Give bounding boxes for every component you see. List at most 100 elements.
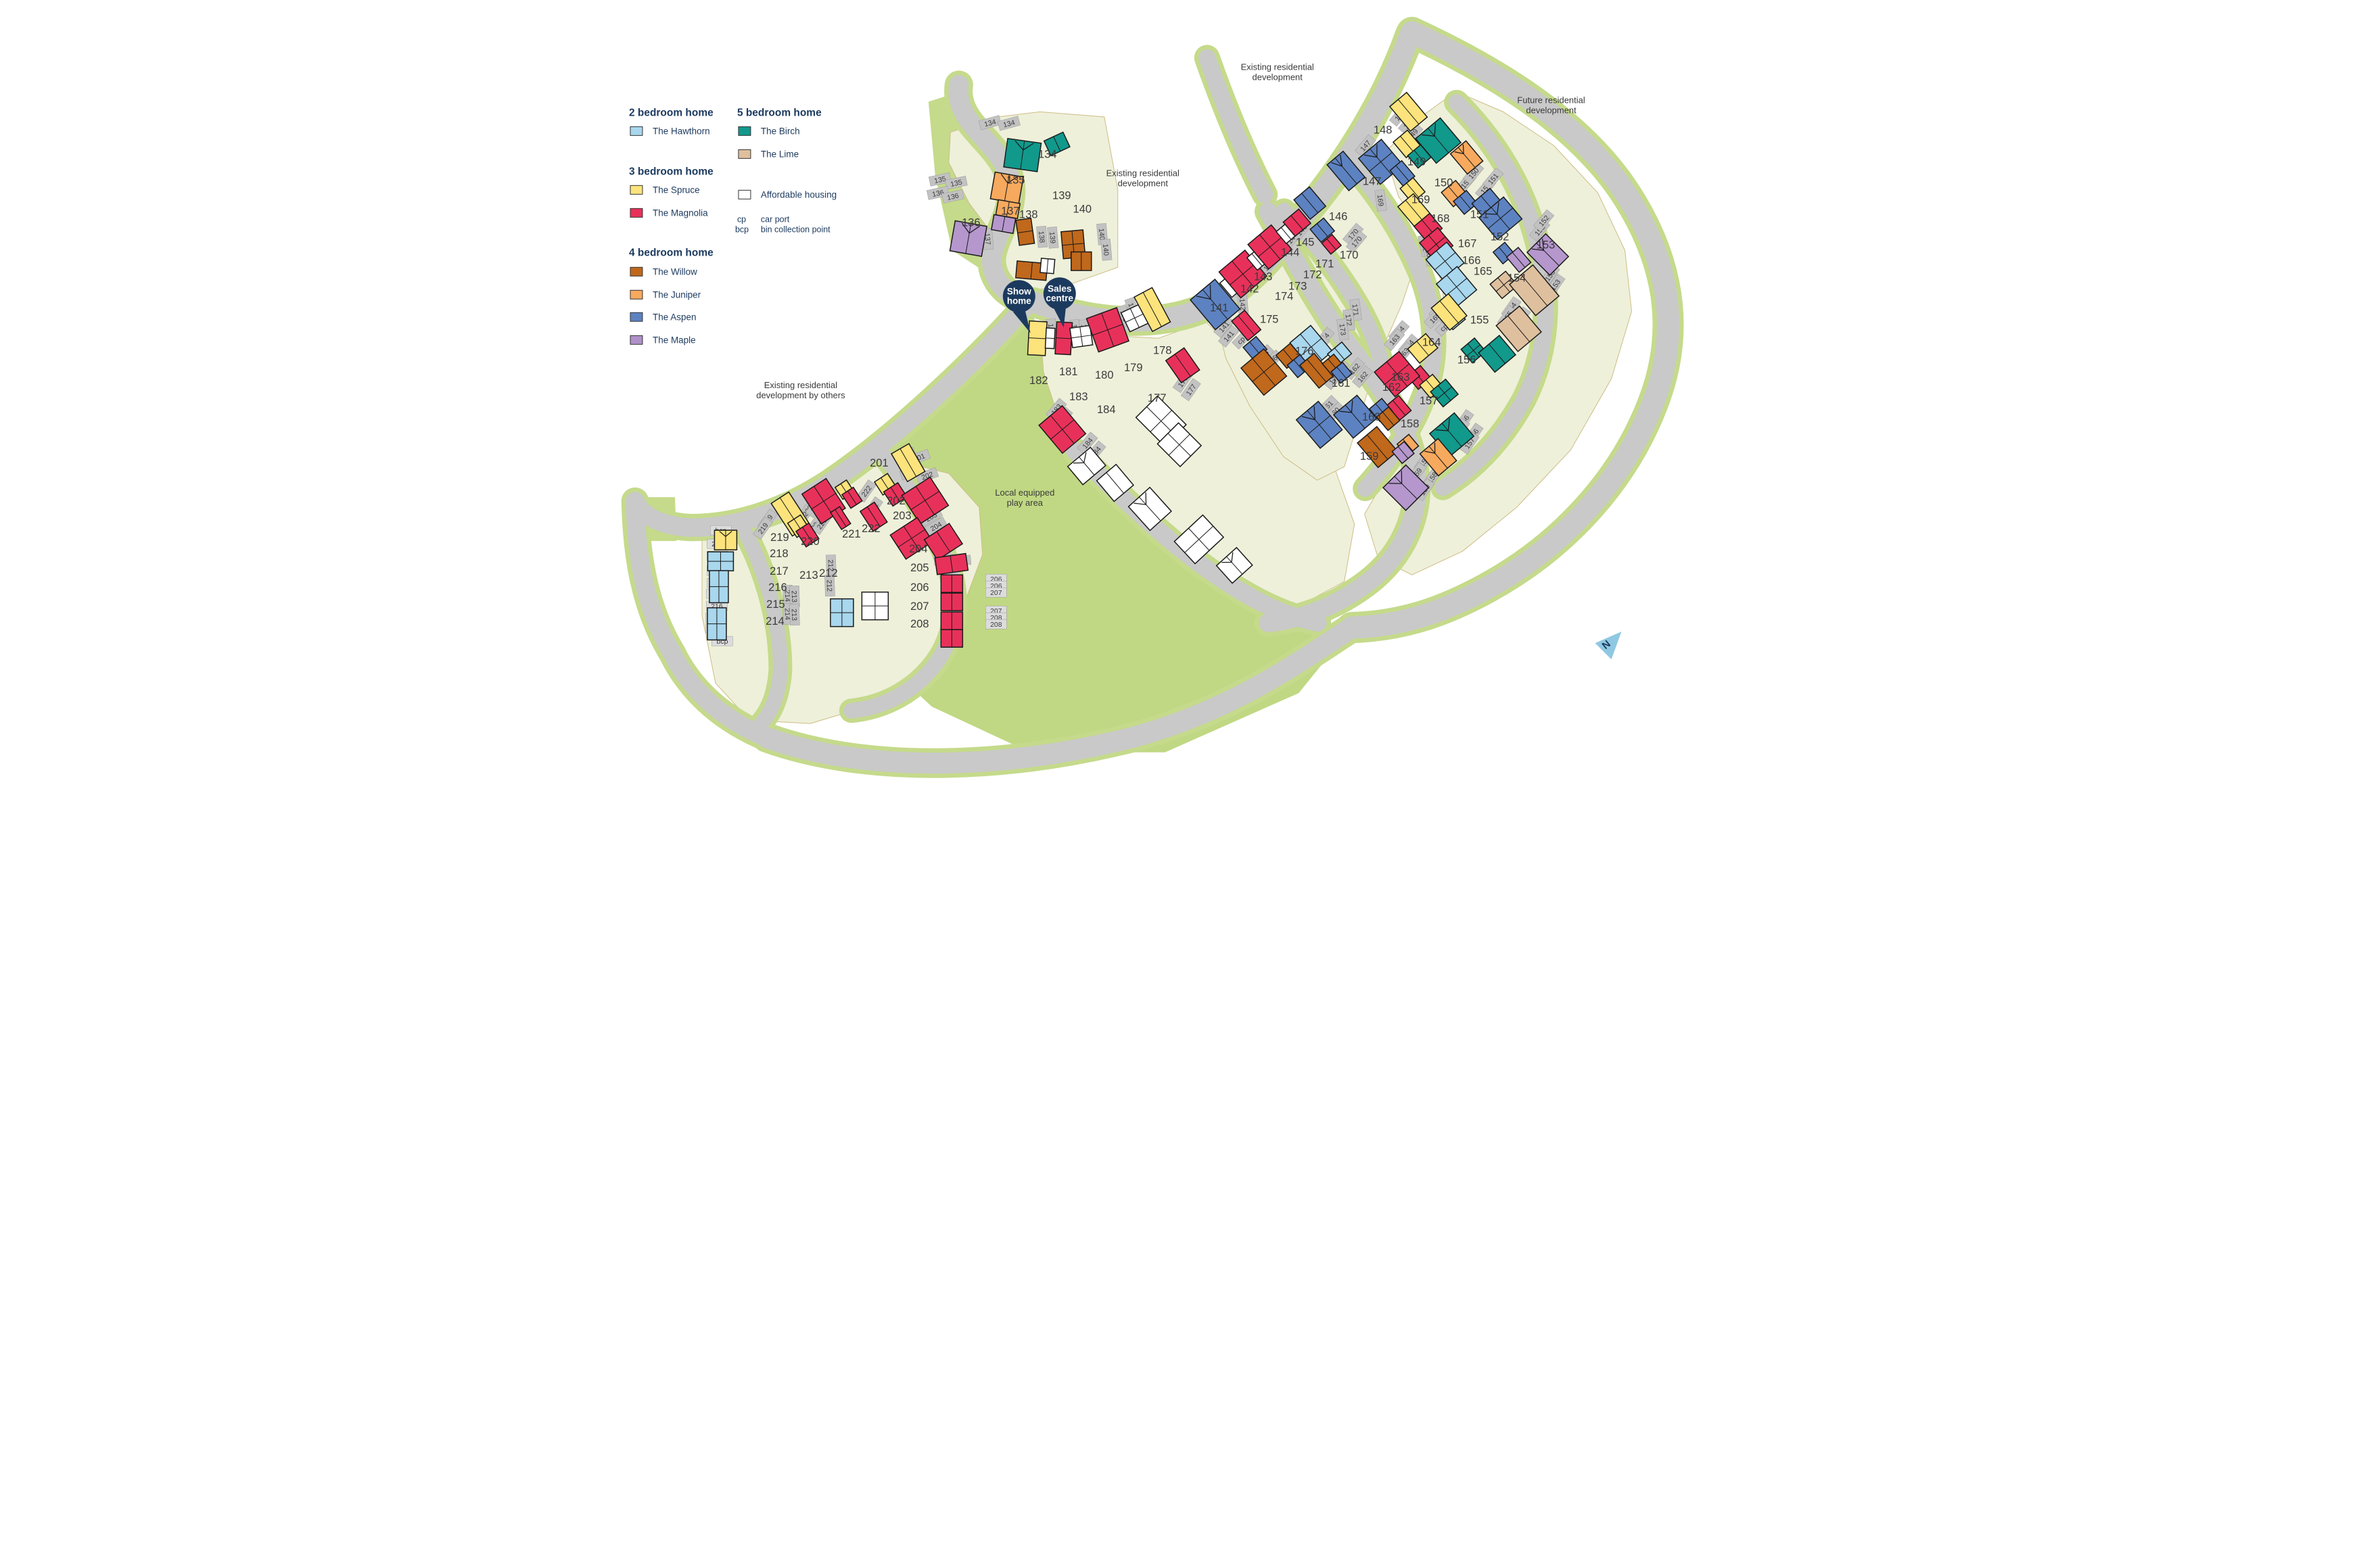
plot-number-148: 148 <box>1374 124 1393 136</box>
show-home-pin[interactable]: Show home <box>1002 280 1035 333</box>
house-birch <box>1043 131 1071 157</box>
plot-number-181: 181 <box>1059 366 1078 378</box>
plot-number-203: 203 <box>893 510 912 522</box>
show-home-pin-line1: Show <box>1007 286 1031 296</box>
house-maple <box>1382 464 1430 511</box>
parking-label-134: 134 <box>997 116 1021 131</box>
plot-number-161: 161 <box>1332 377 1351 389</box>
plot-number-218: 218 <box>770 548 789 560</box>
house-juniper <box>1449 140 1484 175</box>
house-aspen <box>1478 196 1523 241</box>
plot-number-179: 179 <box>1124 362 1143 374</box>
label-by-others-line2: development by others <box>756 390 845 400</box>
site-plan-page: 1341341351351361361371381391401401821811… <box>590 0 1771 784</box>
plot-number-147: 147 <box>1363 175 1382 187</box>
svg-text:140: 140 <box>1101 243 1109 256</box>
house-maple <box>1505 246 1532 273</box>
svg-text:207: 207 <box>990 608 1002 615</box>
house-affordable <box>1215 546 1253 584</box>
plot-number-170: 170 <box>1340 249 1359 261</box>
house-hawthorn <box>830 598 854 627</box>
house-magnolia <box>940 574 964 593</box>
plot-number-135: 135 <box>1006 174 1025 186</box>
house-magnolia <box>934 552 969 575</box>
house-affordable <box>1067 446 1106 485</box>
legend-abbr-cp-label: car port <box>761 214 790 224</box>
parking-label-208: 208 <box>985 619 1007 629</box>
plot-number-207: 207 <box>910 600 929 613</box>
plot-number-151: 151 <box>1470 208 1489 220</box>
svg-text:208: 208 <box>990 621 1002 629</box>
plot-number-158: 158 <box>1401 418 1420 430</box>
svg-text:207: 207 <box>990 590 1002 597</box>
house-affordable <box>1173 514 1225 565</box>
svg-text:142: 142 <box>1238 298 1246 311</box>
plot-number-142: 142 <box>1240 283 1259 295</box>
parking-label-140: 140 <box>1100 238 1113 261</box>
swatch-maple <box>630 335 643 345</box>
plot-number-168: 168 <box>1431 212 1450 224</box>
plot-number-153: 153 <box>1537 239 1556 251</box>
plot-number-172: 172 <box>1303 268 1322 281</box>
house-birch <box>1430 378 1459 408</box>
house-hawthorn <box>707 607 727 641</box>
legend-heading-2bed: 2 bedroom home <box>629 107 714 118</box>
plot-number-169: 169 <box>1411 193 1430 206</box>
legend-abbr-cp: cp <box>737 214 746 224</box>
plot-number-219: 219 <box>770 531 789 544</box>
north-arrow: N <box>1595 632 1622 660</box>
svg-text:169: 169 <box>1376 194 1384 207</box>
plot-number-162: 162 <box>1382 381 1401 394</box>
plot-number-139: 139 <box>1052 189 1071 201</box>
plot-number-177: 177 <box>1148 392 1167 404</box>
house-hawthorn <box>707 551 734 571</box>
plot-number-221: 221 <box>842 528 861 540</box>
house-hawthorn <box>709 570 729 604</box>
legend-item-hawthorn: The Hawthorn <box>653 126 710 136</box>
house-aspen <box>1309 217 1336 243</box>
north-arrow-triangle <box>1595 632 1622 660</box>
road-5 <box>626 295 1037 537</box>
house-aspen <box>1452 189 1478 215</box>
plot-number-205: 205 <box>910 562 929 574</box>
house-juniper <box>989 171 1025 205</box>
plot-number-216: 216 <box>768 581 787 594</box>
house-spruce <box>1430 293 1468 331</box>
swatch-hawthorn <box>630 126 643 136</box>
plot-number-146: 146 <box>1329 210 1348 222</box>
house-willow <box>1015 217 1035 246</box>
svg-text:213: 213 <box>790 590 798 602</box>
house-spruce <box>1133 287 1171 333</box>
road-2 <box>1198 49 1273 204</box>
svg-text:136: 136 <box>931 189 945 199</box>
plot-number-152: 152 <box>1491 231 1510 243</box>
parking-label-138: 138 <box>1036 225 1048 248</box>
house-magnolia <box>795 522 820 548</box>
plot-number-167: 167 <box>1458 237 1477 250</box>
svg-text:206: 206 <box>990 583 1002 590</box>
house-spruce <box>714 529 738 550</box>
plot-number-141: 141 <box>1210 302 1229 314</box>
legend-item-juniper: The Juniper <box>653 289 701 300</box>
house-magnolia <box>901 476 950 525</box>
svg-text:208: 208 <box>990 615 1002 622</box>
sales-centre-pin[interactable]: Sales centre <box>1043 277 1076 328</box>
house-spruce <box>890 443 926 483</box>
plot-number-138: 138 <box>1019 208 1038 220</box>
label-existing-mid-line1: Existing residential <box>1106 168 1179 178</box>
svg-text:140: 140 <box>1097 228 1105 241</box>
house-willow <box>1356 425 1399 469</box>
svg-text:bcp: bcp <box>716 638 728 646</box>
svg-text:139: 139 <box>1048 231 1056 244</box>
house-affordable <box>1127 486 1172 531</box>
svg-text:216: 216 <box>711 603 723 611</box>
plot-number-206: 206 <box>910 581 929 594</box>
plot-number-175: 175 <box>1260 313 1279 325</box>
house-magnolia <box>1054 321 1073 356</box>
plot-number-154: 154 <box>1507 272 1526 284</box>
plot-number-222: 222 <box>862 523 881 535</box>
house-magnolia <box>883 481 908 507</box>
plot-number-180: 180 <box>1095 369 1114 381</box>
house-birch <box>1415 117 1462 164</box>
